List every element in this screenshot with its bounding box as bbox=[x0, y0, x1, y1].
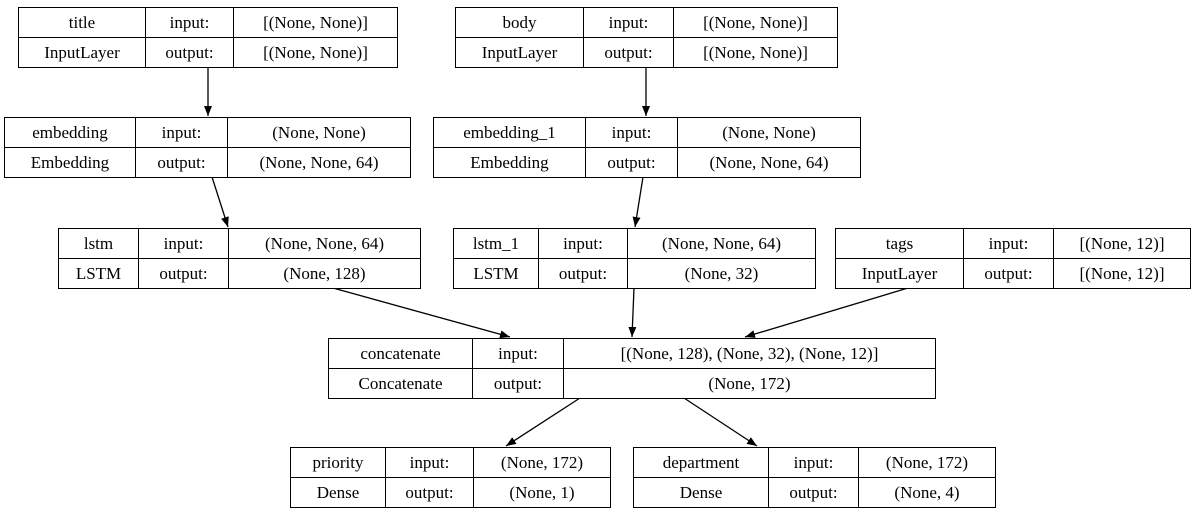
output-label-cell: output: bbox=[472, 368, 564, 399]
output-shape-cell: (None, None, 64) bbox=[227, 147, 411, 178]
input-label-cell: input: bbox=[145, 7, 234, 38]
node-name-cell: priority bbox=[290, 447, 386, 478]
node-name-cell: embedding_1 bbox=[433, 117, 586, 148]
output-shape-cell: (None, None, 64) bbox=[677, 147, 861, 178]
node-name-cell: department bbox=[633, 447, 769, 478]
output-label-cell: output: bbox=[585, 147, 678, 178]
input-shape-cell: [(None, None)] bbox=[233, 7, 398, 38]
output-shape-cell: [(None, None)] bbox=[673, 37, 838, 68]
output-shape-cell: (None, 128) bbox=[228, 258, 421, 289]
layer-class-cell: Dense bbox=[290, 477, 386, 508]
node-department: department input: (None, 172) Dense outp… bbox=[633, 447, 996, 508]
output-label-cell: output: bbox=[583, 37, 674, 68]
layer-class-cell: InputLayer bbox=[18, 37, 146, 68]
node-name-cell: lstm bbox=[58, 228, 139, 259]
input-label-cell: input: bbox=[963, 228, 1054, 259]
layer-class-cell: LSTM bbox=[453, 258, 539, 289]
output-shape-cell: (None, 1) bbox=[473, 477, 611, 508]
layer-class-cell: InputLayer bbox=[835, 258, 964, 289]
layer-class-cell: Embedding bbox=[4, 147, 136, 178]
layer-class-cell: Dense bbox=[633, 477, 769, 508]
edge-tags-concatenate bbox=[744, 287, 909, 338]
edge-embedding-lstm bbox=[211, 176, 229, 228]
node-title: title input: [(None, None)] InputLayer o… bbox=[18, 7, 398, 68]
output-shape-cell: (None, 4) bbox=[858, 477, 996, 508]
edge-embedding_1-lstm_1 bbox=[632, 176, 644, 228]
node-name-cell: embedding bbox=[4, 117, 136, 148]
node-embedding_1: embedding_1 input: (None, None) Embeddin… bbox=[433, 117, 861, 178]
edge-concatenate-department bbox=[683, 397, 758, 447]
input-label-cell: input: bbox=[472, 338, 564, 369]
node-name-cell: title bbox=[18, 7, 146, 38]
input-label-cell: input: bbox=[538, 228, 628, 259]
input-label-cell: input: bbox=[385, 447, 474, 478]
node-priority: priority input: (None, 172) Dense output… bbox=[290, 447, 611, 508]
input-label-cell: input: bbox=[583, 7, 674, 38]
input-shape-cell: (None, 172) bbox=[473, 447, 611, 478]
output-label-cell: output: bbox=[768, 477, 859, 508]
layer-class-cell: InputLayer bbox=[455, 37, 584, 68]
output-label-cell: output: bbox=[963, 258, 1054, 289]
layer-class-cell: Embedding bbox=[433, 147, 586, 178]
node-lstm: lstm input: (None, None, 64) LSTM output… bbox=[58, 228, 421, 289]
input-shape-cell: [(None, None)] bbox=[673, 7, 838, 38]
node-body: body input: [(None, None)] InputLayer ou… bbox=[455, 7, 838, 68]
node-name-cell: tags bbox=[835, 228, 964, 259]
input-shape-cell: [(None, 12)] bbox=[1053, 228, 1191, 259]
output-shape-cell: [(None, None)] bbox=[233, 37, 398, 68]
node-tags: tags input: [(None, 12)] InputLayer outp… bbox=[835, 228, 1191, 289]
output-label-cell: output: bbox=[138, 258, 229, 289]
input-shape-cell: [(None, 128), (None, 32), (None, 12)] bbox=[563, 338, 936, 369]
output-label-cell: output: bbox=[385, 477, 474, 508]
input-shape-cell: (None, 172) bbox=[858, 447, 996, 478]
node-name-cell: body bbox=[455, 7, 584, 38]
input-label-cell: input: bbox=[768, 447, 859, 478]
node-name-cell: concatenate bbox=[328, 338, 473, 369]
output-shape-cell: (None, 172) bbox=[563, 368, 936, 399]
input-shape-cell: (None, None, 64) bbox=[228, 228, 421, 259]
edge-lstm-concatenate bbox=[332, 287, 511, 339]
edge-concatenate-priority bbox=[505, 397, 581, 447]
output-label-cell: output: bbox=[135, 147, 228, 178]
edge-lstm_1-concatenate bbox=[628, 287, 637, 338]
input-shape-cell: (None, None, 64) bbox=[627, 228, 816, 259]
input-label-cell: input: bbox=[138, 228, 229, 259]
input-label-cell: input: bbox=[135, 117, 228, 148]
node-embedding: embedding input: (None, None) Embedding … bbox=[4, 117, 411, 178]
output-shape-cell: [(None, 12)] bbox=[1053, 258, 1191, 289]
input-shape-cell: (None, None) bbox=[227, 117, 411, 148]
layer-class-cell: LSTM bbox=[58, 258, 139, 289]
output-shape-cell: (None, 32) bbox=[627, 258, 816, 289]
node-concatenate: concatenate input: [(None, 128), (None, … bbox=[328, 338, 936, 399]
input-shape-cell: (None, None) bbox=[677, 117, 861, 148]
output-label-cell: output: bbox=[145, 37, 234, 68]
layer-class-cell: Concatenate bbox=[328, 368, 473, 399]
node-name-cell: lstm_1 bbox=[453, 228, 539, 259]
input-label-cell: input: bbox=[585, 117, 678, 148]
node-lstm_1: lstm_1 input: (None, None, 64) LSTM outp… bbox=[453, 228, 816, 289]
output-label-cell: output: bbox=[538, 258, 628, 289]
